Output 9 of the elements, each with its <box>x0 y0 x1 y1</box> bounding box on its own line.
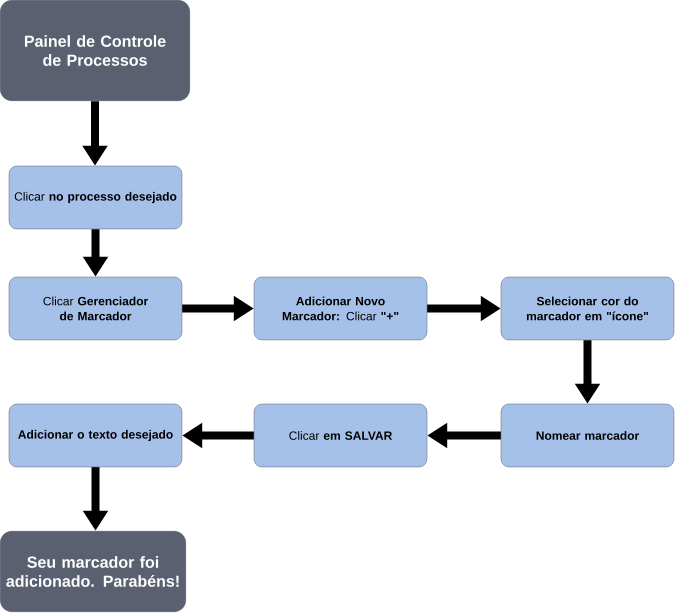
terminal-box: Painel de Controle de Processos <box>0 0 190 102</box>
process-box: Adicionar Novo Marcador: Clicar "+" <box>254 276 428 340</box>
process-box: Nomear marcador <box>500 404 674 468</box>
process-box: Clicar em SALVAR <box>254 404 428 468</box>
terminal-box: Seu marcador foi adicionado. Parabéns! <box>0 530 186 612</box>
process-box: Selecionar cor do marcador em "ícone" <box>500 276 674 340</box>
process-box: Clicar no processo desejado <box>8 166 182 230</box>
process-box: Adicionar o texto desejado <box>8 404 182 468</box>
process-box: Clicar Gerenciador de Marcador <box>8 276 182 340</box>
